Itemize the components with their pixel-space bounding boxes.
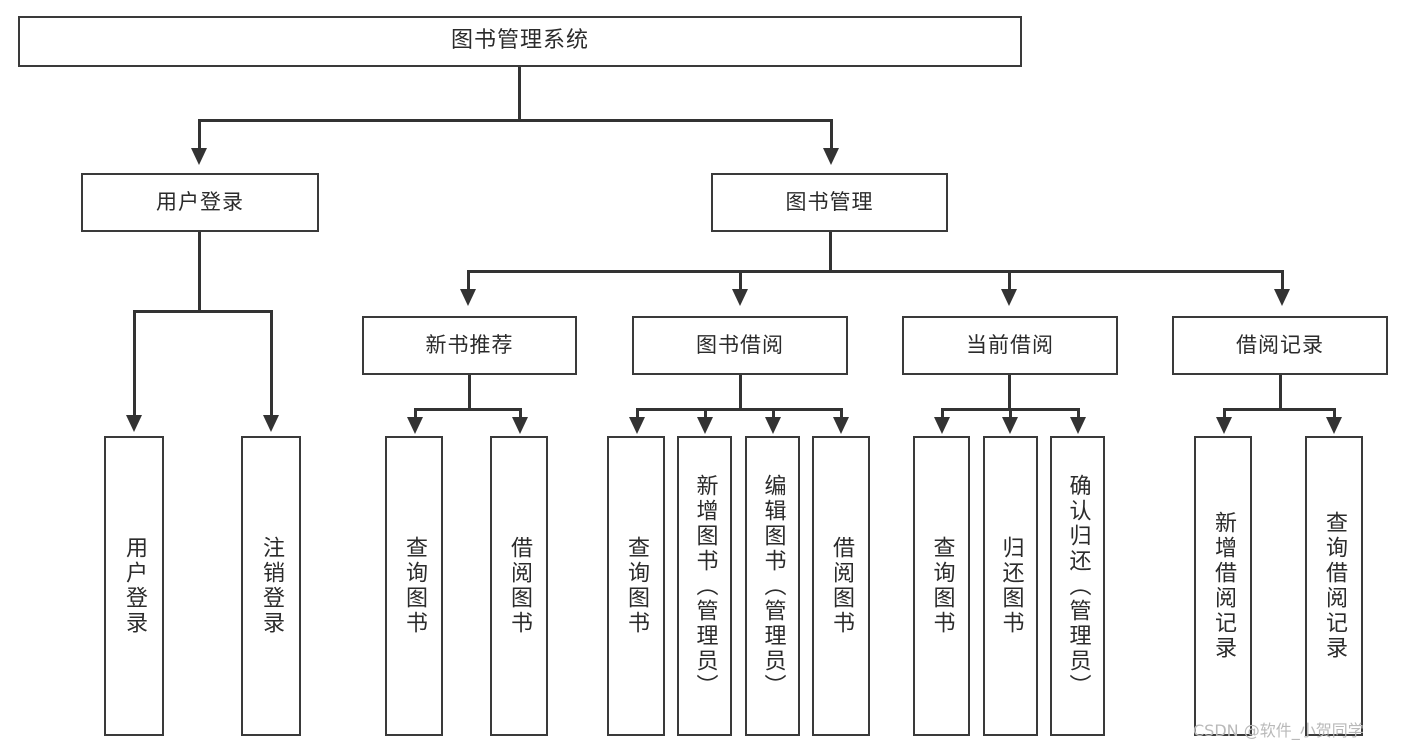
arrow-cb-leaf-3 bbox=[1070, 417, 1086, 434]
connector-user-login-child-2 bbox=[270, 310, 273, 416]
connector-bm-child-2 bbox=[739, 270, 742, 290]
connector-nbr-bar bbox=[414, 408, 522, 411]
leaf-bb-add-book-admin[interactable]: 新增图书（管理员） bbox=[677, 436, 732, 736]
leaf-br-add-record[interactable]: 新增借阅记录 bbox=[1194, 436, 1252, 736]
node-label: 图书借阅 bbox=[696, 332, 784, 357]
leaf-bb-edit-book-admin[interactable]: 编辑图书（管理员） bbox=[745, 436, 800, 736]
leaf-bb-borrow-book[interactable]: 借阅图书 bbox=[812, 436, 870, 736]
connector-br-bar bbox=[1223, 408, 1335, 411]
arrow-cb-leaf-1 bbox=[934, 417, 950, 434]
node-current-borrow[interactable]: 当前借阅 bbox=[902, 316, 1118, 375]
arrow-to-user-login bbox=[191, 148, 207, 165]
connector-root-bar bbox=[198, 119, 832, 122]
connector-nbr-child-2 bbox=[519, 408, 522, 418]
node-label: 查询图书 bbox=[402, 536, 427, 636]
leaf-cb-confirm-return-admin[interactable]: 确认归还（管理员） bbox=[1050, 436, 1105, 736]
connector-bb-child-4 bbox=[840, 408, 843, 418]
node-borrow-record[interactable]: 借阅记录 bbox=[1172, 316, 1388, 375]
connector-cb-child-1 bbox=[941, 408, 944, 418]
arrow-to-book-borrow bbox=[732, 289, 748, 306]
leaf-bb-query-book[interactable]: 查询图书 bbox=[607, 436, 665, 736]
node-book-management-system[interactable]: 图书管理系统 bbox=[18, 16, 1022, 67]
arrow-to-new-book-recommend bbox=[460, 289, 476, 306]
connector-bm-child-4 bbox=[1281, 270, 1284, 290]
node-label: 用户登录 bbox=[122, 536, 147, 636]
arrow-nbr-leaf-1 bbox=[407, 417, 423, 434]
arrow-to-book-management bbox=[823, 148, 839, 165]
node-label: 新增借阅记录 bbox=[1211, 511, 1236, 661]
arrow-nbr-leaf-2 bbox=[512, 417, 528, 434]
connector-root-stem bbox=[518, 67, 521, 120]
node-label: 图书管理 bbox=[785, 189, 874, 214]
connector-bb-bar bbox=[636, 408, 842, 411]
node-label: 图书管理系统 bbox=[450, 28, 589, 54]
connector-cb-child-3 bbox=[1077, 408, 1080, 418]
connector-nbr-stem bbox=[468, 375, 471, 410]
arrow-bb-leaf-3 bbox=[765, 417, 781, 434]
node-label: 用户登录 bbox=[156, 189, 244, 214]
node-label: 确认归还（管理员） bbox=[1065, 473, 1091, 699]
connector-bm-child-1 bbox=[467, 270, 470, 290]
node-book-borrow[interactable]: 图书借阅 bbox=[632, 316, 848, 375]
arrow-br-leaf-2 bbox=[1326, 417, 1342, 434]
leaf-br-query-record[interactable]: 查询借阅记录 bbox=[1305, 436, 1363, 736]
connector-book-management-stem bbox=[829, 232, 832, 272]
arrow-to-borrow-record bbox=[1274, 289, 1290, 306]
connector-cb-stem bbox=[1008, 375, 1011, 410]
connector-user-login-stem bbox=[198, 232, 201, 312]
connector-root-to-user-login bbox=[198, 119, 201, 149]
node-label: 借阅记录 bbox=[1236, 332, 1324, 357]
node-label: 新增图书（管理员） bbox=[692, 473, 718, 699]
node-label: 归还图书 bbox=[998, 536, 1024, 636]
node-book-management[interactable]: 图书管理 bbox=[711, 173, 948, 232]
arrow-to-logout-leaf bbox=[263, 415, 279, 432]
leaf-nbr-query-book[interactable]: 查询图书 bbox=[385, 436, 443, 736]
csdn-watermark: CSDN @软件_小贺同学 bbox=[1193, 721, 1364, 740]
arrow-bb-leaf-2 bbox=[697, 417, 713, 434]
arrow-to-current-borrow bbox=[1001, 289, 1017, 306]
connector-user-login-bar bbox=[133, 310, 272, 313]
arrow-br-leaf-1 bbox=[1216, 417, 1232, 434]
connector-book-management-bar bbox=[467, 270, 1283, 273]
connector-br-child-1 bbox=[1223, 408, 1226, 418]
leaf-logout[interactable]: 注销登录 bbox=[241, 436, 301, 736]
node-user-login[interactable]: 用户登录 bbox=[81, 173, 319, 232]
connector-br-stem bbox=[1279, 375, 1282, 410]
node-label: 查询图书 bbox=[624, 536, 649, 636]
connector-cb-child-2 bbox=[1009, 408, 1012, 418]
connector-bm-child-3 bbox=[1008, 270, 1011, 290]
leaf-cb-query-book[interactable]: 查询图书 bbox=[913, 436, 970, 736]
node-label: 查询借阅记录 bbox=[1322, 511, 1347, 661]
node-label: 编辑图书（管理员） bbox=[760, 473, 786, 699]
node-label: 借阅图书 bbox=[829, 536, 854, 636]
node-label: 当前借阅 bbox=[966, 332, 1054, 357]
arrow-bb-leaf-4 bbox=[833, 417, 849, 434]
connector-bb-child-3 bbox=[772, 408, 775, 418]
node-label: 新书推荐 bbox=[425, 332, 514, 357]
leaf-nbr-borrow-book[interactable]: 借阅图书 bbox=[490, 436, 548, 736]
connector-root-to-book-management bbox=[830, 119, 833, 149]
connector-br-child-2 bbox=[1333, 408, 1336, 418]
node-label: 借阅图书 bbox=[507, 536, 532, 636]
node-label: 注销登录 bbox=[259, 536, 284, 636]
arrow-to-user-login-leaf bbox=[126, 415, 142, 432]
arrow-bb-leaf-1 bbox=[629, 417, 645, 434]
connector-nbr-child-1 bbox=[414, 408, 417, 418]
arrow-cb-leaf-2 bbox=[1002, 417, 1018, 434]
connector-bb-stem bbox=[739, 375, 742, 410]
node-label: 查询图书 bbox=[929, 536, 955, 636]
connector-bb-child-2 bbox=[704, 408, 707, 418]
leaf-user-login[interactable]: 用户登录 bbox=[104, 436, 164, 736]
leaf-cb-return-book[interactable]: 归还图书 bbox=[983, 436, 1038, 736]
connector-bb-child-1 bbox=[636, 408, 639, 418]
connector-user-login-child-1 bbox=[133, 310, 136, 416]
node-new-book-recommend[interactable]: 新书推荐 bbox=[362, 316, 577, 375]
